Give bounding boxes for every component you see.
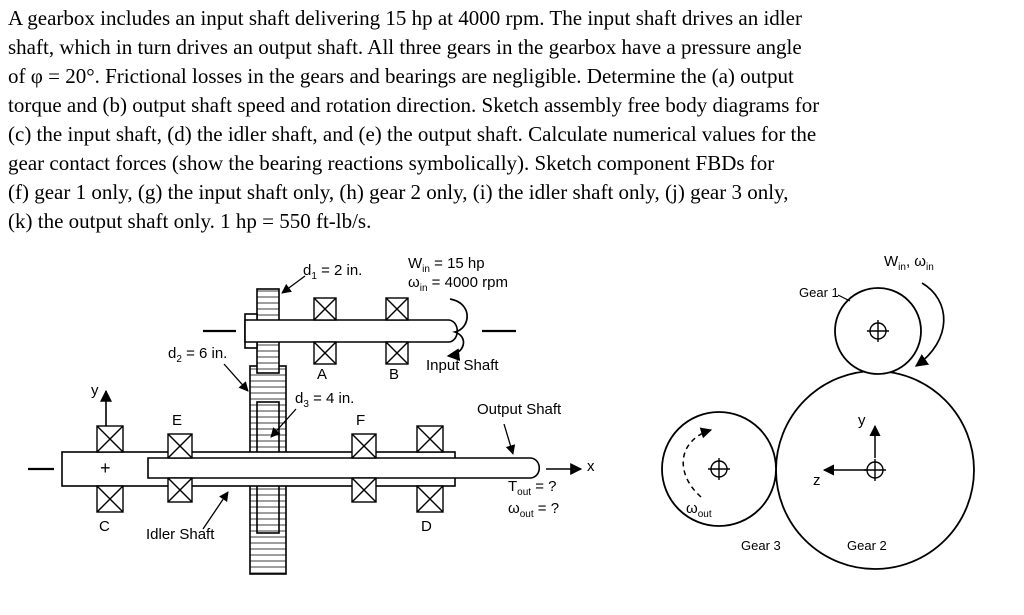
bearing-c <box>96 425 124 513</box>
input-speed-label: ωin = 4000 rpm <box>408 274 508 294</box>
input-power-speed-label: Win, ωin <box>884 253 934 273</box>
x-axis-label: x <box>587 458 595 475</box>
bearing-c-label: C <box>99 518 110 535</box>
gear3-label: Gear 3 <box>741 538 781 553</box>
problem-line: (k) the output shaft only. 1 hp = 550 ft… <box>8 209 372 233</box>
input-shaft <box>244 319 459 343</box>
d1-dimension-label: d1 = 2 in. <box>303 262 363 282</box>
output-shaft-leader-arrow <box>503 423 516 455</box>
problem-line: shaft, which in turn drives an output sh… <box>8 35 802 59</box>
idler-shaft-label: Idler Shaft <box>146 526 215 543</box>
problem-statement: A gearbox includes an input shaft delive… <box>8 4 1022 236</box>
problem-line: of φ = 20°. Frictional losses in the gea… <box>8 64 794 88</box>
d2-dimension-label: d2 = 6 in. <box>168 345 228 365</box>
gear3-center-mark <box>708 458 730 480</box>
y-axis-label: y <box>91 382 99 399</box>
gear2-center-mark <box>864 459 886 481</box>
gear1-center-mark <box>867 320 889 342</box>
origin-plus-mark: + <box>100 458 111 478</box>
input-shaft-label: Input Shaft <box>426 357 499 374</box>
problem-line: (c) the input shaft, (d) the idler shaft… <box>8 122 817 146</box>
gear1-leader-line <box>837 294 851 302</box>
omega-out-label: ωout <box>686 500 712 520</box>
z-axis-label: z <box>813 472 821 489</box>
idler-shaft-leader-arrow <box>202 491 229 530</box>
d3-dimension-label: d3 = 4 in. <box>295 390 355 410</box>
bearing-f <box>351 433 377 503</box>
d1-leader-arrow <box>281 275 306 294</box>
bearing-e-label: E <box>172 412 183 429</box>
bearing-e <box>167 433 193 503</box>
gear1-label: Gear 1 <box>799 285 839 300</box>
output-torque-label: Tout = ? <box>508 478 557 498</box>
input-power-label: Win = 15 hp <box>408 255 485 275</box>
problem-line: torque and (b) output shaft speed and ro… <box>8 93 820 117</box>
problem-line: A gearbox includes an input shaft delive… <box>8 6 802 30</box>
problem-line: (f) gear 1 only, (g) the input shaft onl… <box>8 180 789 204</box>
output-shaft <box>147 457 541 479</box>
output-speed-label: ωout = ? <box>508 500 560 520</box>
problem-line: gear contact forces (show the bearing re… <box>8 151 775 175</box>
d3-leader-arrow <box>270 408 297 438</box>
bearing-b <box>385 297 409 365</box>
input-rotation-arrow-right <box>914 282 945 367</box>
assembly-diagram <box>28 275 583 575</box>
gear2-label: Gear 2 <box>847 538 887 553</box>
bearing-d-label: D <box>421 518 432 535</box>
bearing-a-label: A <box>317 366 328 383</box>
bearing-b-label: B <box>389 366 400 383</box>
bearing-a <box>313 297 337 365</box>
d2-leader-arrow <box>223 363 249 392</box>
gear-schematic <box>661 282 975 570</box>
bearing-f-label: F <box>356 412 366 429</box>
input-rotation-arrow <box>446 298 468 361</box>
output-rotation-arrow <box>682 427 713 498</box>
bearing-d <box>416 425 444 513</box>
y-axis-label-right: y <box>858 412 866 429</box>
output-shaft-label: Output Shaft <box>477 401 562 418</box>
